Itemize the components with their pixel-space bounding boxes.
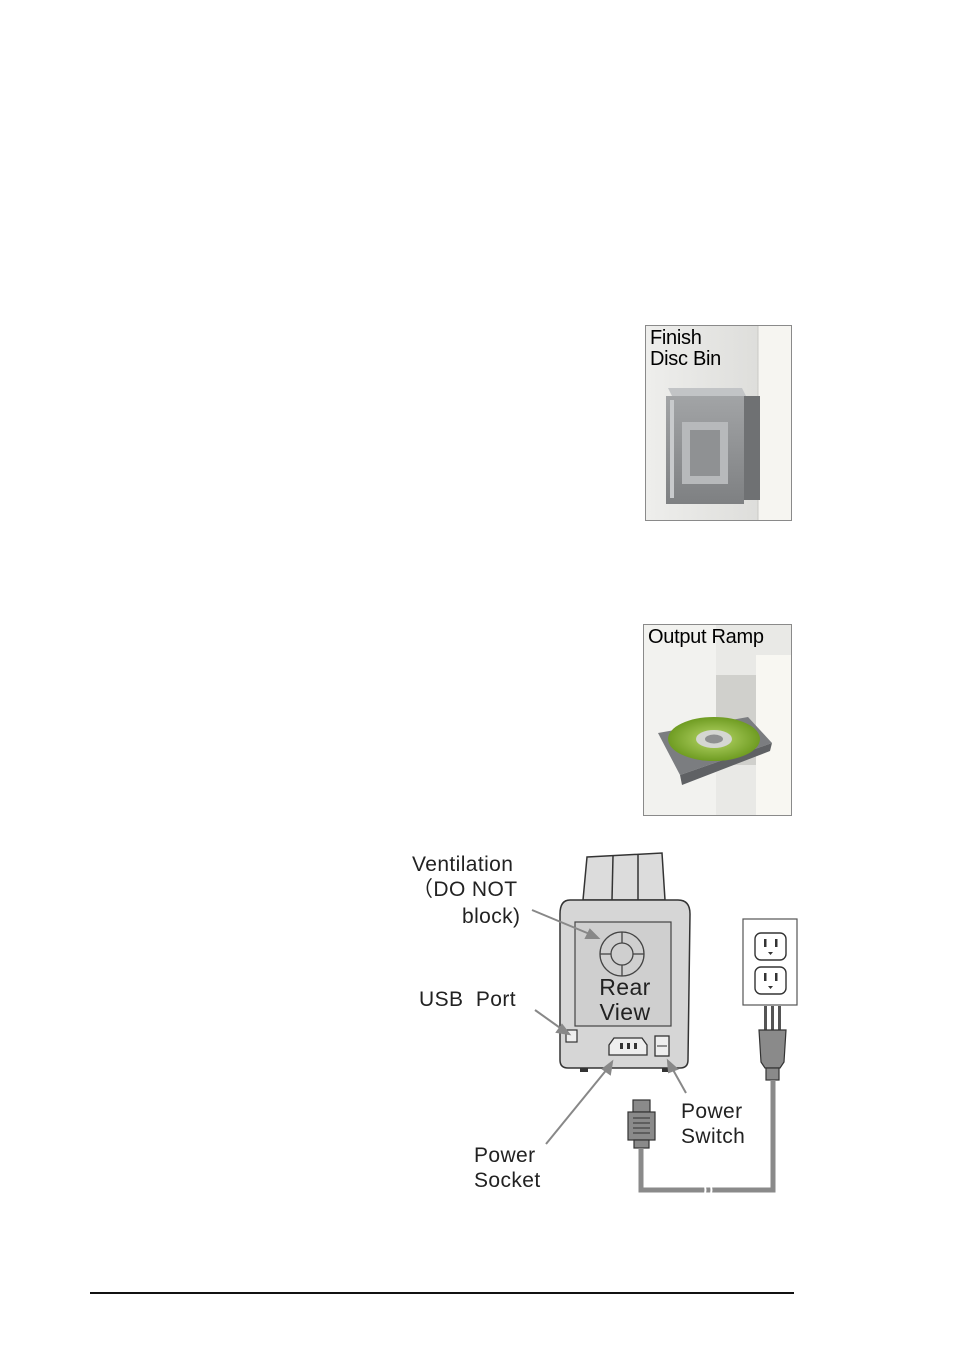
wall-outlet-icon [743, 919, 797, 1005]
power-switch-line1: Power [681, 1099, 745, 1124]
finish-label-line2: Disc Bin [650, 349, 721, 370]
rear-view-line1: Rear [597, 975, 653, 1000]
power-socket-line1: Power [474, 1143, 541, 1168]
finish-disc-bin-label: Finish Disc Bin [650, 328, 721, 370]
device-plug-icon [628, 1100, 655, 1148]
finish-disc-bin-photo: Finish Disc Bin [645, 325, 792, 521]
ventilation-label: Ventilation [412, 852, 513, 877]
rear-view-label: Rear View [597, 975, 653, 1025]
output-ramp-photo: Output Ramp [643, 624, 792, 816]
footer-rule [90, 1292, 794, 1294]
ventilation-warning-end: block) [462, 904, 520, 929]
power-switch-label: Power Switch [681, 1099, 745, 1149]
power-switch-line2: Switch [681, 1124, 745, 1149]
power-socket-icon [609, 1038, 647, 1055]
power-socket-line2: Socket [474, 1168, 541, 1193]
rear-view-line2: View [597, 1000, 653, 1025]
finish-label-line1: Finish [650, 328, 721, 349]
ventilation-warning-line: （DO NOT [412, 877, 517, 902]
output-ramp-illustration [644, 625, 791, 815]
usb-port-label: USB Port [419, 987, 516, 1012]
wall-plug-icon [759, 1006, 786, 1080]
output-ramp-label: Output Ramp [648, 627, 764, 648]
power-socket-label: Power Socket [474, 1143, 541, 1193]
